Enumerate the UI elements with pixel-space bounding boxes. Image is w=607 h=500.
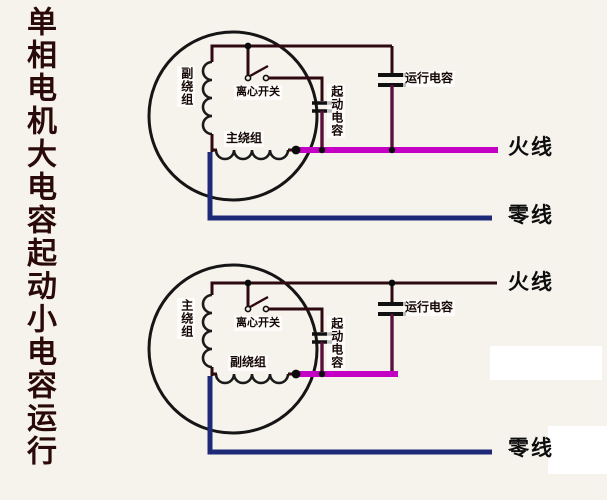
neutral-wire <box>207 152 492 221</box>
white-patch <box>548 426 607 474</box>
switch-to-capacitor-wire <box>268 76 324 101</box>
switch-blade <box>249 295 269 309</box>
junction-dots <box>244 42 396 155</box>
horizontal-winding-label: 主绕组 <box>224 131 265 147</box>
side-title: 单相电机大电容起动小电容运行 <box>22 6 55 468</box>
centrifugal-switch-label: 离心开关 <box>234 85 282 100</box>
run-capacitor-label: 运行电容 <box>403 71 456 87</box>
live-wire-label: 火线 <box>508 136 554 159</box>
live-wire-label: 火线 <box>508 271 554 294</box>
bottom-circuit <box>147 263 497 455</box>
horizontal-winding-coil <box>214 149 290 161</box>
top-supply-wire <box>210 44 392 62</box>
junction-dots <box>244 279 396 379</box>
neutral-wire <box>207 376 492 455</box>
motor-outline <box>147 263 319 435</box>
horizontal-winding-coil <box>214 373 290 385</box>
white-patch <box>490 346 602 380</box>
start-capacitor-label: 起动电容 <box>327 84 345 138</box>
vertical-winding-coil <box>201 293 213 369</box>
motor-outline <box>147 30 319 202</box>
vertical-winding-label: 副绕组 <box>177 66 195 107</box>
switch-to-capacitor-wire <box>268 307 324 332</box>
switch-terminal <box>262 74 270 82</box>
switch-blade <box>249 64 269 78</box>
start-capacitor-label: 起动电容 <box>327 316 345 370</box>
vertical-winding-label: 主绕组 <box>177 298 195 339</box>
top-circuit <box>147 30 498 221</box>
run-capacitor-label: 运行电容 <box>403 300 456 316</box>
neutral-wire-label: 零线 <box>508 437 554 460</box>
switch-terminal <box>262 305 270 313</box>
switch-terminal <box>244 305 252 313</box>
switch-terminal <box>244 74 252 82</box>
top-supply-wire <box>210 281 497 295</box>
centrifugal-switch-label: 离心开关 <box>234 316 282 331</box>
vertical-winding-coil <box>201 60 213 136</box>
horizontal-winding-label: 副绕组 <box>228 355 269 371</box>
neutral-wire-label: 零线 <box>508 204 554 227</box>
